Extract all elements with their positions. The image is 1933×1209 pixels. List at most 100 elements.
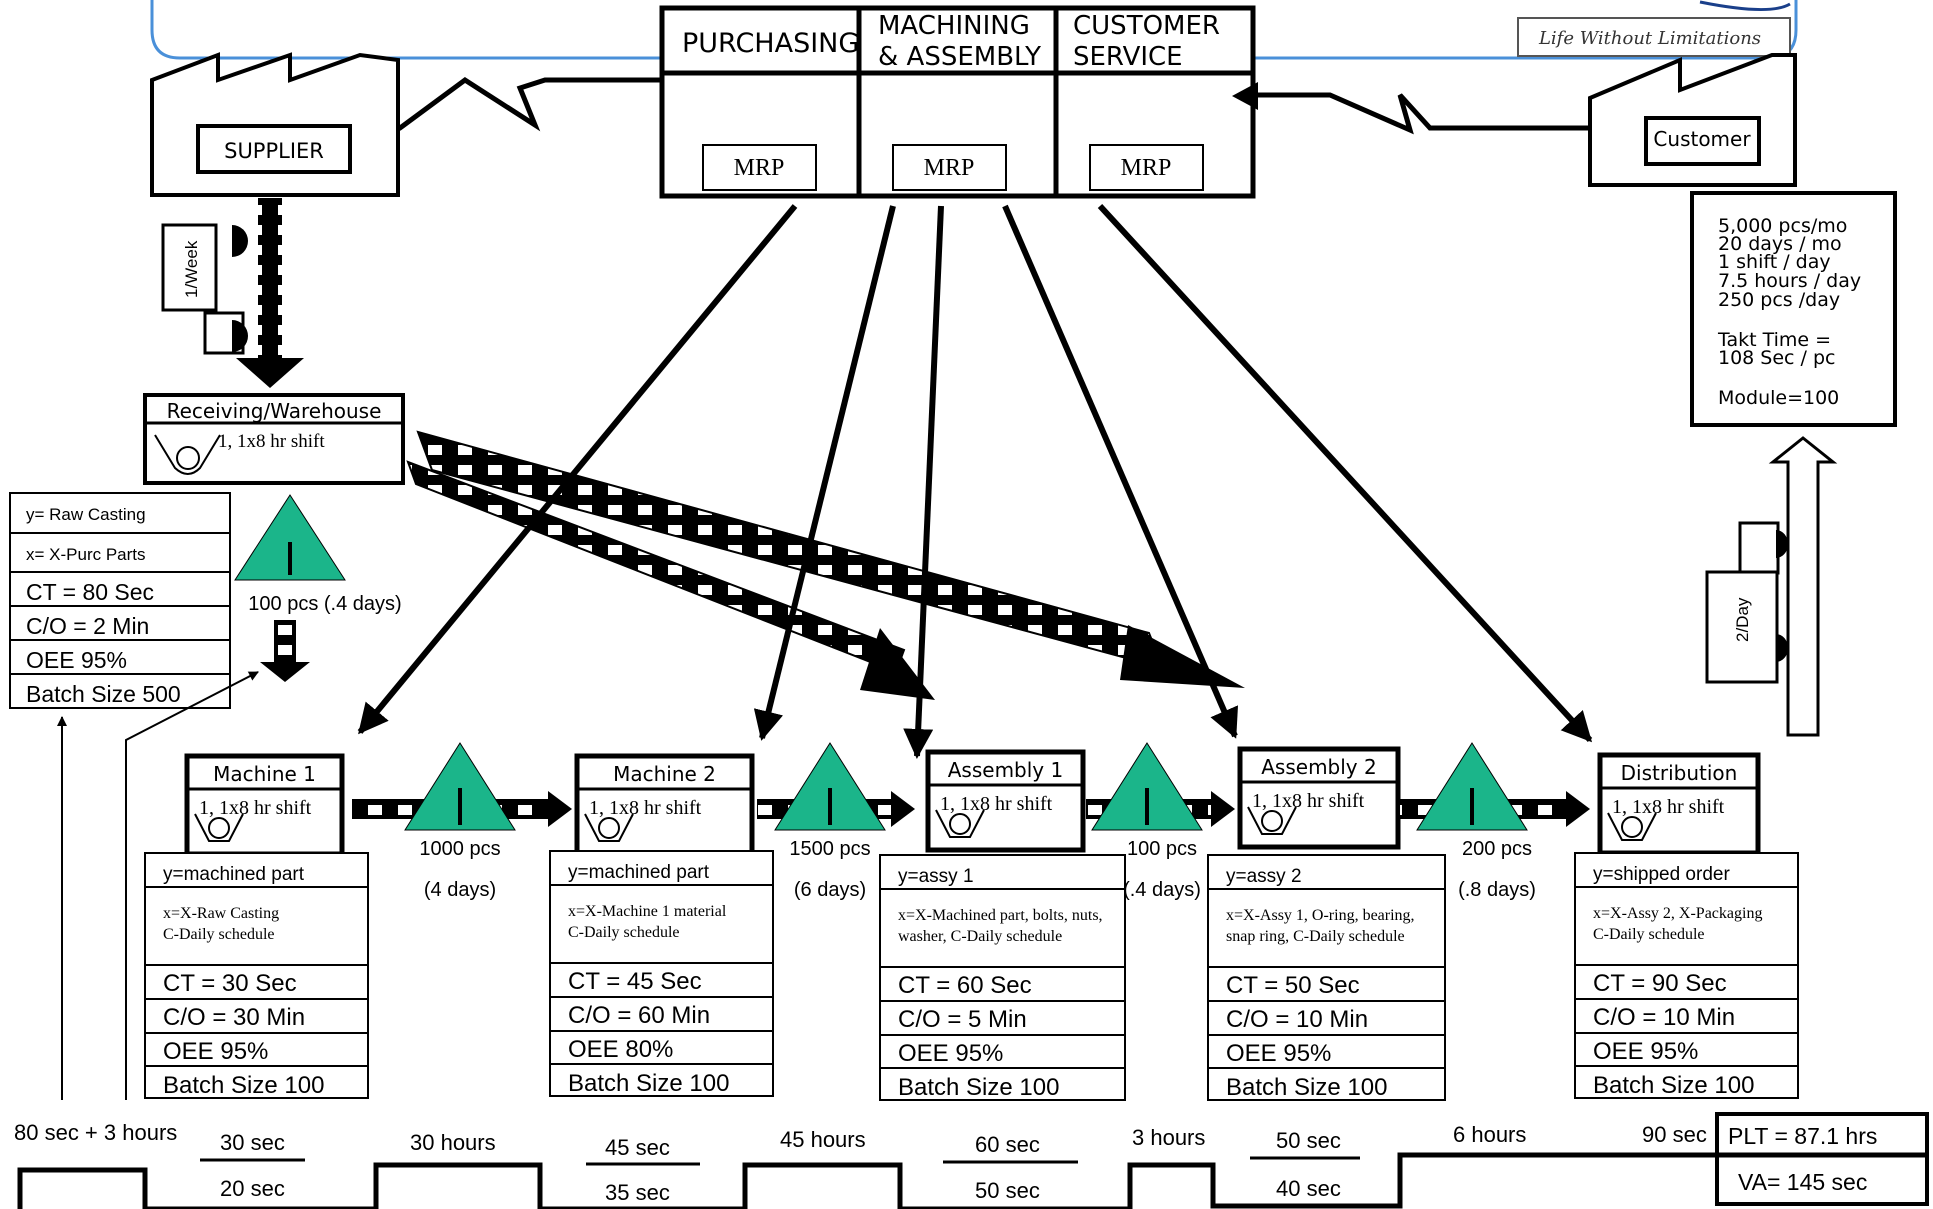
process-output: y=assy 2 <box>1226 866 1302 887</box>
timeline-process-bottom: 50 sec <box>975 1178 1040 1203</box>
inventory-qty: 200 pcs <box>1462 838 1532 860</box>
process-output: y=assy 1 <box>898 866 974 887</box>
operator-icon <box>584 813 634 842</box>
timeline-wait: 90 sec <box>1642 1122 1707 1147</box>
receiving-shift: 1, 1x8 hr shift <box>218 431 325 452</box>
receiving-warehouse: Receiving/Warehouse 1, 1x8 hr shift <box>143 393 405 485</box>
process-inputs: x=X-Machined part, bolts, nuts, <box>898 907 1103 924</box>
inventory-triangle-icon <box>1416 742 1528 831</box>
timeline-process-bottom: 40 sec <box>1276 1176 1341 1201</box>
supplier-frequency: 1/Week <box>182 240 201 298</box>
receiving-data-box: y= Raw Casting x= X-Purc Parts CT = 80 S… <box>9 492 231 709</box>
process-schedule: C-Daily schedule <box>568 924 680 941</box>
timeline-wait: 6 hours <box>1453 1122 1526 1147</box>
timeline-step-3: 60 sec 50 sec <box>943 1132 1078 1203</box>
process-oee: OEE 80% <box>568 1036 673 1063</box>
process-schedule: snap ring, C-Daily schedule <box>1226 928 1405 945</box>
inventory-qty: 100 pcs <box>1127 838 1197 860</box>
process-data-box: y=assy 2x=X-Assy 1, O-ring, bearing,snap… <box>1207 854 1446 1101</box>
inventory-triangle-icon <box>1091 742 1203 831</box>
inventory-row: 1000 pcs(4 days) 1500 pcs (6 days) 100 pcs (… <box>352 742 1590 901</box>
timeline-process-top: 60 sec <box>975 1132 1040 1157</box>
inventory-4: 200 pcs (.8 days) <box>1400 742 1590 901</box>
process-batch-size: Batch Size 100 <box>568 1070 729 1097</box>
receiving-batch: Batch Size 500 <box>26 681 181 707</box>
receiving-co: C/O = 2 Min <box>26 613 149 639</box>
receiving-y: y= Raw Casting <box>26 505 146 524</box>
arrow-head-icon <box>891 791 915 827</box>
process-output: y=machined part <box>163 864 305 885</box>
process-oee: OEE 95% <box>163 1038 268 1065</box>
process-row: Machine 1 1, 1x8 hr shift y=machined part x… <box>144 746 1799 1101</box>
inventory-1: 1000 pcs(4 days) <box>352 742 572 901</box>
timeline-step-1: 30 sec 20 sec <box>200 1130 305 1201</box>
process-cycle-time: CT = 50 Sec <box>1226 972 1360 999</box>
process-batch-size: Batch Size 100 <box>898 1074 1059 1101</box>
inventory-qty: 1500 pcs <box>789 838 870 860</box>
timeline-first-wait: 80 sec + 3 hours <box>14 1120 177 1145</box>
requirement-line: 5,000 pcs/mo <box>1718 215 1847 237</box>
process-batch-size: Batch Size 100 <box>1593 1072 1754 1099</box>
process-cycle-time: CT = 90 Sec <box>1593 970 1727 997</box>
process-title: Machine 1 <box>213 762 316 786</box>
va-value: VA= 145 sec <box>1738 1169 1867 1195</box>
process-shift: 1, 1x8 hr shift <box>1612 796 1725 818</box>
lead-time-box <box>1715 1112 1929 1206</box>
dept-machining-assembly: MACHINING & ASSEMBLY MRP <box>878 11 1041 191</box>
inventory-2: 1500 pcs (6 days) <box>757 742 915 901</box>
inventory-days: (6 days) <box>794 879 866 901</box>
mrp-box-customer <box>1089 144 1204 191</box>
header-border-left <box>150 0 662 60</box>
inventory-triangle-icon <box>774 742 886 831</box>
dept-purchasing: PURCHASING MRP <box>682 28 859 191</box>
inventory-days: (.8 days) <box>1458 879 1536 901</box>
operator-icon <box>1247 806 1297 835</box>
inventory-days: (.4 days) <box>1123 879 1201 901</box>
process-shift: 1, 1x8 hr shift <box>940 793 1053 815</box>
timeline-process-bottom: 35 sec <box>605 1180 670 1205</box>
customer-box <box>1644 116 1761 166</box>
arrow-head-icon <box>1232 82 1258 110</box>
process-changeover: C/O = 10 Min <box>1226 1006 1368 1033</box>
inventory-triangle-icon <box>234 494 346 581</box>
schedule-arrow-distribution <box>1097 203 1593 743</box>
mrp-label: MRP <box>734 155 785 181</box>
customer-shipment: 2/Day <box>1705 436 1838 737</box>
arrow-head-icon <box>1566 791 1590 827</box>
process-title: Distribution <box>1621 761 1738 785</box>
process-batch-size: Batch Size 100 <box>1226 1074 1387 1101</box>
arrow-head-icon <box>860 628 935 700</box>
truck-icon <box>161 223 218 312</box>
dept-machining-label: MACHINING <box>878 11 1030 41</box>
takt-time-label: Takt Time = <box>1717 329 1831 351</box>
material-push-arrows <box>406 430 1245 700</box>
customer-frequency: 2/Day <box>1733 597 1752 642</box>
requirements-box <box>1690 191 1897 427</box>
process-batch-size: Batch Size 100 <box>163 1072 324 1099</box>
supplier-label: SUPPLIER <box>224 139 324 163</box>
mrp-box-machining <box>892 144 1007 191</box>
customer-label: Customer <box>1653 127 1751 151</box>
process-inputs: x=X-Assy 2, X-Packaging <box>1593 905 1762 922</box>
process-shift: 1, 1x8 hr shift <box>589 797 702 819</box>
schedule-arrow-machine-2 <box>753 205 896 741</box>
process-changeover: C/O = 5 Min <box>898 1006 1027 1033</box>
requirement-line: 20 days / mo <box>1718 233 1842 255</box>
operator-icon <box>194 813 244 842</box>
customer-requirements: 5,000 pcs/mo 20 days / mo 1 shift / day … <box>1690 191 1897 427</box>
mrp-label: MRP <box>1121 155 1172 181</box>
timeline-process-bottom: 20 sec <box>220 1176 285 1201</box>
arrow-head-icon <box>1120 625 1245 688</box>
timeline-wait: 45 hours <box>780 1127 866 1152</box>
operator-icon <box>154 434 221 475</box>
leader-line <box>125 671 259 1100</box>
schedule-arrows <box>357 203 1593 759</box>
process-changeover: C/O = 30 Min <box>163 1004 305 1031</box>
process-changeover: C/O = 10 Min <box>1593 1004 1735 1031</box>
supplier-factory: SUPPLIER <box>150 52 400 197</box>
logo-swoosh-icon <box>1699 0 1791 11</box>
process-inputs: x=X-Raw Casting <box>163 905 279 922</box>
receiving-title: Receiving/Warehouse <box>167 399 382 423</box>
